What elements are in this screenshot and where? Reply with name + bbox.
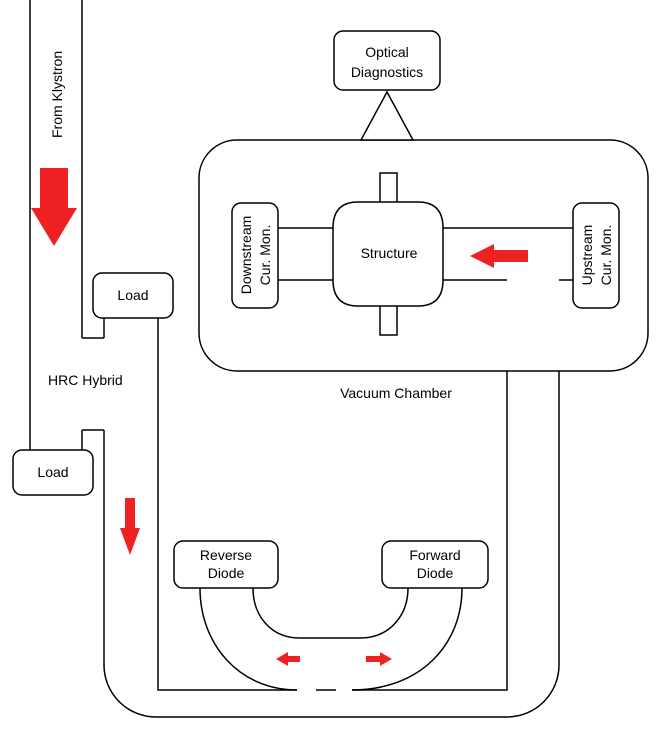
klystron-input-arrow bbox=[31, 168, 77, 246]
structure-top-port bbox=[379, 172, 398, 206]
upper-load-label: Load bbox=[117, 287, 148, 303]
upper-load-box bbox=[92, 272, 174, 319]
structure-body bbox=[332, 201, 444, 307]
hybrid-down-arrow bbox=[120, 498, 140, 555]
lower-load-box bbox=[12, 449, 94, 496]
reverse-coupler-outer bbox=[199, 587, 298, 691]
structure-beam-pipes bbox=[278, 227, 573, 281]
vacuum-chamber-label: Vacuum Chamber bbox=[340, 385, 452, 401]
reverse-diode-line2: Diode bbox=[208, 565, 245, 581]
structure-input-arrow bbox=[470, 244, 528, 268]
forward-coupler-outer bbox=[351, 587, 463, 691]
diode-connection-loop bbox=[252, 587, 409, 639]
forward-diode-box bbox=[381, 540, 489, 589]
upstream-monitor-box bbox=[572, 202, 620, 309]
optical-diagnostics-line1: Optical bbox=[365, 44, 409, 60]
structure-bottom-port bbox=[379, 302, 398, 336]
hybrid-output-stub bbox=[81, 429, 104, 450]
optical-diagnostics-mount bbox=[359, 90, 415, 141]
klystron-waveguide bbox=[29, 0, 105, 450]
inner-waveguide-loop bbox=[157, 281, 508, 691]
forward-diode-line2: Diode bbox=[417, 565, 454, 581]
reverse-direction-arrow bbox=[276, 652, 300, 666]
outer-waveguide-loop bbox=[103, 281, 560, 718]
optical-diagnostics-box bbox=[333, 30, 441, 91]
forward-direction-arrow bbox=[366, 652, 392, 666]
upstream-monitor-line2: Cur. Mon. bbox=[598, 225, 614, 286]
lower-load-label: Load bbox=[37, 464, 68, 480]
structure-label: Structure bbox=[361, 245, 418, 261]
reverse-diode-line1: Reverse bbox=[200, 547, 252, 563]
from-klystron-label: From Klystron bbox=[49, 51, 65, 138]
downstream-monitor-line1: Downstream bbox=[238, 216, 254, 295]
downstream-monitor-box bbox=[231, 202, 279, 309]
forward-diode-line1: Forward bbox=[409, 547, 460, 563]
downstream-monitor-line2: Cur. Mon. bbox=[257, 225, 273, 286]
optical-diagnostics-line2: Diagnostics bbox=[351, 64, 423, 80]
hrc-hybrid-label: HRC Hybrid bbox=[48, 372, 123, 388]
upstream-monitor-line1: Upstream bbox=[579, 225, 595, 286]
reverse-diode-box bbox=[173, 540, 279, 589]
